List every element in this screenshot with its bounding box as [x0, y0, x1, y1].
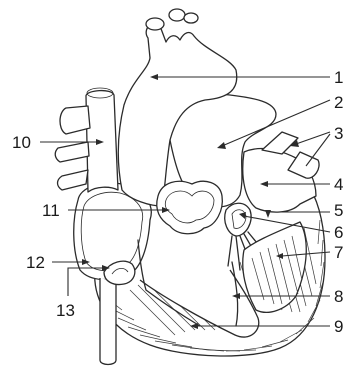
- label-10: 10: [12, 133, 31, 152]
- pulmonary-vessel-stubs-left: [55, 106, 90, 190]
- label-13: 13: [56, 301, 75, 320]
- inferior-vena-cava: [100, 278, 116, 365]
- label-9: 9: [334, 317, 343, 336]
- label-6: 6: [334, 223, 343, 242]
- label-2: 2: [334, 93, 343, 112]
- label-4: 4: [334, 175, 343, 194]
- label-3: 3: [334, 124, 343, 143]
- label-11: 11: [42, 201, 60, 220]
- label-7: 7: [334, 243, 343, 262]
- label-12: 12: [26, 253, 45, 272]
- label-8: 8: [334, 287, 343, 306]
- label-1: 1: [334, 68, 343, 87]
- label-5: 5: [334, 201, 343, 220]
